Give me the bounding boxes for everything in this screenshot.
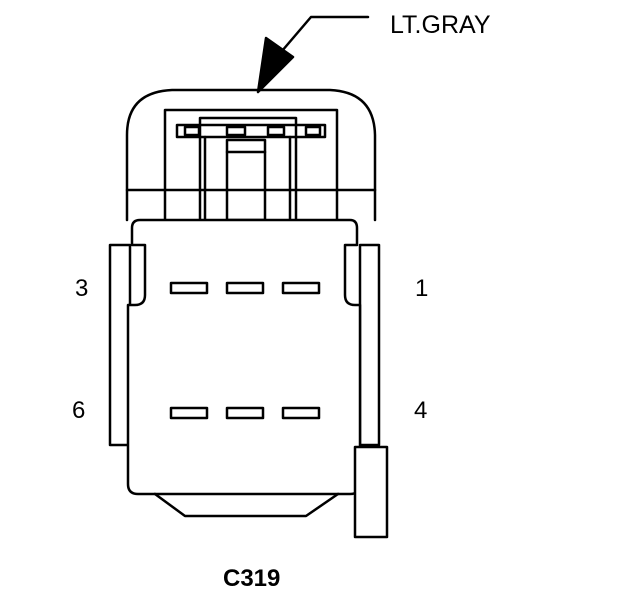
callout-arrowhead <box>256 36 295 94</box>
pin-number-4: 4 <box>414 397 428 424</box>
connector-id: C319 <box>223 565 281 592</box>
pin-cavity-6 <box>169 406 209 420</box>
side-rib-right <box>358 243 381 447</box>
pin-cavity-5 <box>225 406 265 420</box>
latch-slot <box>304 125 322 137</box>
pin-number-3: 3 <box>75 275 89 302</box>
hood-inner-frame <box>163 108 339 222</box>
pin-cavity-2 <box>225 281 265 295</box>
pin-number-6: 6 <box>72 397 86 424</box>
pin-number-1: 1 <box>415 275 429 302</box>
latch-slot <box>183 125 201 137</box>
connector-skirt <box>153 492 340 518</box>
wire-color-label: LT.GRAY <box>390 11 491 39</box>
pin-cavity-1 <box>281 281 321 295</box>
leader-line <box>274 15 370 60</box>
connector-hood <box>125 88 377 222</box>
connector-body <box>126 218 362 496</box>
latch-rail <box>175 123 327 139</box>
lock-tab <box>353 445 389 539</box>
pin-cavity-4 <box>281 406 321 420</box>
latch-tab <box>198 116 298 222</box>
latch-slot <box>266 125 286 137</box>
latch-slot <box>225 125 247 137</box>
pin-cavity-3 <box>169 281 209 295</box>
